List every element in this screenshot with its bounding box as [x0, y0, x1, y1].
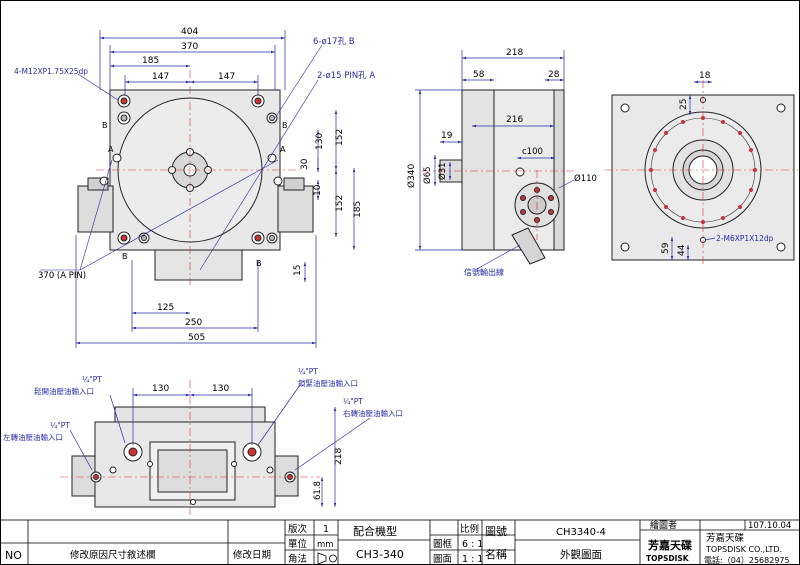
dim-185-v: 185: [353, 201, 363, 218]
tb-scale-label: 比例: [460, 523, 479, 535]
dim-diam-110: Ø110: [574, 173, 597, 184]
dim-370: 370: [181, 42, 198, 52]
pt-right: ¼"PT: [343, 397, 363, 406]
pt-top-left: ¼"PT: [82, 375, 102, 384]
tb-name-value: 外觀圖面: [560, 549, 602, 561]
tb-revision-date: 修改日期: [233, 549, 271, 561]
tb-scale2-label: 圖面: [433, 554, 452, 565]
label-b-tl: B: [102, 121, 108, 130]
tb-version-value: 1: [323, 524, 329, 535]
front-lower-extension: [154, 249, 243, 281]
label-b-br: B: [256, 259, 262, 268]
tb-drawing-no-value: CH3340-4: [556, 527, 606, 538]
pt-top-right: ¼"PT: [298, 367, 318, 376]
callout-hole-17: 6-ø17孔 B: [313, 37, 355, 47]
dim-216: 216: [506, 115, 523, 125]
logo-en: TOPSDISK: [646, 554, 690, 563]
tb-version-label: 版次: [288, 523, 308, 535]
tb-unit-value: mm: [317, 540, 334, 550]
callout-m6: 2-M6XP1X12dp: [716, 234, 774, 243]
dim-diam-65: Ø65: [422, 166, 433, 184]
dim-30: 30: [300, 158, 310, 170]
tb-drawing-no-label: 圖號: [485, 525, 507, 538]
tb-revision-reason: 修改原因尺寸敘述欄: [70, 549, 156, 561]
dim-147-left: 147: [152, 72, 169, 82]
tb-name-label: 名稱: [485, 547, 507, 561]
dim-15: 15: [293, 265, 303, 276]
dim-diam-340: Ø340: [406, 163, 417, 188]
callout-m12: 4-M12XP1.75X25dp: [14, 67, 88, 76]
tb-scale2-value: 1 : 1: [462, 554, 483, 565]
tb-date-value: 107.10.04: [748, 521, 791, 531]
dim-130-bottom-right: 130: [212, 384, 229, 394]
tb-match-label: 配合機型: [353, 524, 397, 538]
company-logo: 芳嘉天碟 TOPSDISK: [645, 535, 695, 563]
title-block-text: NO 修改原因尺寸敘述欄 修改日期 版次 1 單位 mm 角法 配合機型 CH3…: [5, 519, 791, 565]
dim-505: 505: [188, 333, 205, 343]
dim-18: 18: [699, 71, 711, 81]
pt-top-right-desc: 鎖緊油壓油輸入口: [298, 378, 358, 388]
logo-cn: 芳嘉天碟: [648, 538, 692, 552]
dim-218-side: 218: [506, 48, 523, 58]
tb-phone: 電話:（04）25682975: [704, 555, 790, 565]
dim-152-top: 152: [335, 129, 345, 146]
tb-company-cn: 芳嘉天碟: [706, 532, 745, 544]
projection-symbol: [317, 552, 337, 565]
dim-185: 185: [142, 56, 159, 66]
dim-25: 25: [679, 99, 689, 110]
tb-drafter-label: 繪圖者: [650, 519, 677, 531]
dim-218-bottom: 218: [334, 448, 344, 465]
label-b-tr: B: [282, 121, 288, 130]
dim-61-8: 61.8: [313, 481, 323, 500]
pt-left: ¼"PT: [50, 421, 70, 430]
tb-angle-label: 角法: [288, 553, 307, 565]
tb-no: NO: [5, 549, 22, 562]
label-a-left: A: [108, 145, 114, 154]
side-view: 218 58 28 19 216 Ø340 Ø65 Ø31 c100 Ø110 …: [406, 48, 597, 277]
dim-250: 250: [185, 318, 202, 328]
pt-left-desc: 左轉油壓油輸入口: [3, 432, 63, 442]
dim-59: 59: [661, 242, 671, 254]
dim-c100: c100: [522, 147, 543, 157]
label-a-right: A: [280, 145, 286, 154]
tb-company-en: TOPSDISK CO.,LTD.: [705, 545, 782, 554]
tb-unit-label: 單位: [288, 538, 308, 550]
callout-a-pin: 370 (A PIN): [38, 271, 86, 281]
dim-152-bottom: 152: [335, 195, 345, 212]
dim-58: 58: [473, 70, 485, 80]
tb-match-value: CH3-340: [356, 548, 404, 561]
pt-right-desc: 右轉油壓油輸入口: [343, 408, 403, 418]
dim-125: 125: [157, 303, 174, 313]
dim-diam-31: Ø31: [437, 162, 448, 180]
label-b-bl: B: [122, 252, 128, 261]
front-view: A A B B B B 404 370 185 147 147: [14, 27, 375, 348]
side-body-left: [461, 89, 495, 251]
pt-top-left-desc: 鬆開油壓油輸入口: [34, 386, 94, 396]
front-right-block: [277, 185, 314, 233]
dim-10: 10: [313, 184, 323, 196]
dim-28: 28: [548, 70, 560, 80]
callout-pin-15: 2-ø15 PIN孔 A: [317, 71, 375, 81]
dim-147-right: 147: [218, 72, 235, 82]
dim-130-v: 130: [315, 133, 325, 150]
rear-view: 18 25 59 44 2-M6XP1X12dp: [605, 71, 798, 265]
dim-130-bottom-left: 130: [152, 384, 169, 394]
bottom-view: 130 130 218 61.8 ¼"PT 鬆開油壓油輸入口 ¼"PT 左轉油壓…: [3, 367, 403, 515]
dim-19: 19: [441, 131, 453, 141]
callout-signal-cable: 信號輸出線: [464, 267, 504, 277]
front-left-block: [77, 185, 114, 233]
tb-scale1-value: 6 : 1: [462, 539, 483, 550]
tb-scale1-label: 圖框: [433, 538, 453, 550]
dim-44: 44: [677, 244, 687, 256]
dim-404: 404: [181, 27, 198, 37]
